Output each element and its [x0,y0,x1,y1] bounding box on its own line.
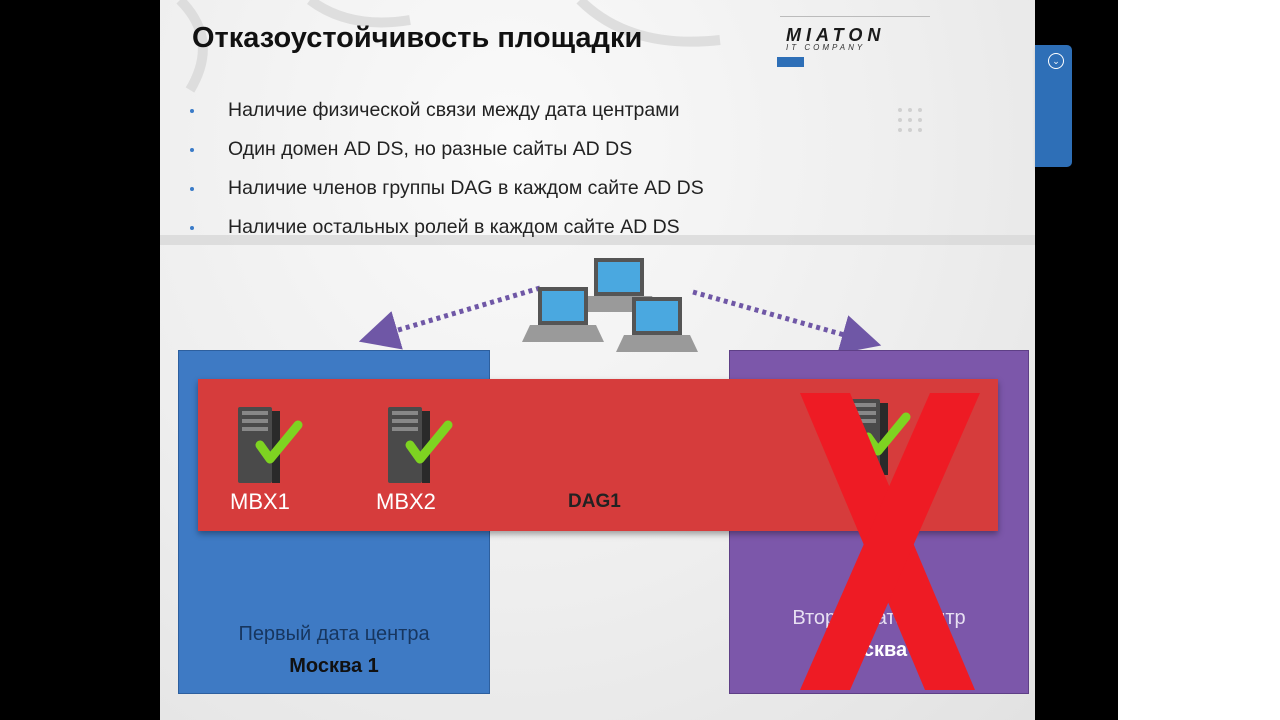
datacenter-1-name: Первый дата центра [238,623,430,645]
laptop-icon [616,297,698,352]
dag-label: DAG1 [568,491,621,512]
bullet-text: Наличие остальных ролей в каждом сайте A… [228,216,680,238]
bullet-dot-icon [190,226,194,230]
logo-divider [780,16,930,17]
datacenter-1-city: Москва 1 [289,655,379,677]
company-logo-tagline: IT COMPANY [786,43,866,52]
bullet-dot-icon [190,187,194,191]
laptop-group-icon [522,258,698,352]
server-label-mbx1: MBX1 [230,489,290,514]
server-label-mbx2: MBX2 [376,489,436,514]
bullet-item: Наличие физической связи между дата цент… [190,95,704,134]
slide-title: Отказоустойчивость площадки [192,22,643,54]
arrow-right [692,289,882,354]
bullet-dot-icon [190,109,194,113]
bullet-text: Наличие физической связи между дата цент… [228,99,680,121]
dotted-arrows [358,285,882,354]
company-logo: MIATON [786,25,886,45]
bullet-item: Один домен AD DS, но разные сайты AD DS [190,134,704,173]
bullet-text: Наличие членов группы DAG в каждом сайте… [228,177,704,199]
laptop-icon [522,287,604,342]
bullet-item: Наличие остальных ролей в каждом сайте A… [190,212,704,251]
slide-background-pattern [160,0,1035,245]
bullet-list: Наличие физической связи между дата цент… [190,95,704,251]
right-blank-panel [1118,0,1280,720]
slide: Отказоустойчивость площадки MIATON IT CO… [160,0,1035,720]
server-icon [238,407,303,483]
chevron-down-icon[interactable]: ⌄ [1048,53,1064,69]
logo-accent-block [777,57,804,67]
server-icon [388,407,453,483]
bullet-text: Один домен AD DS, но разные сайты AD DS [228,138,633,160]
slide-navigation-widget[interactable]: ⌄ [1035,45,1072,167]
red-x-icon [800,393,980,690]
bullet-dot-icon [190,148,194,152]
bullet-item: Наличие членов группы DAG в каждом сайте… [190,173,704,212]
